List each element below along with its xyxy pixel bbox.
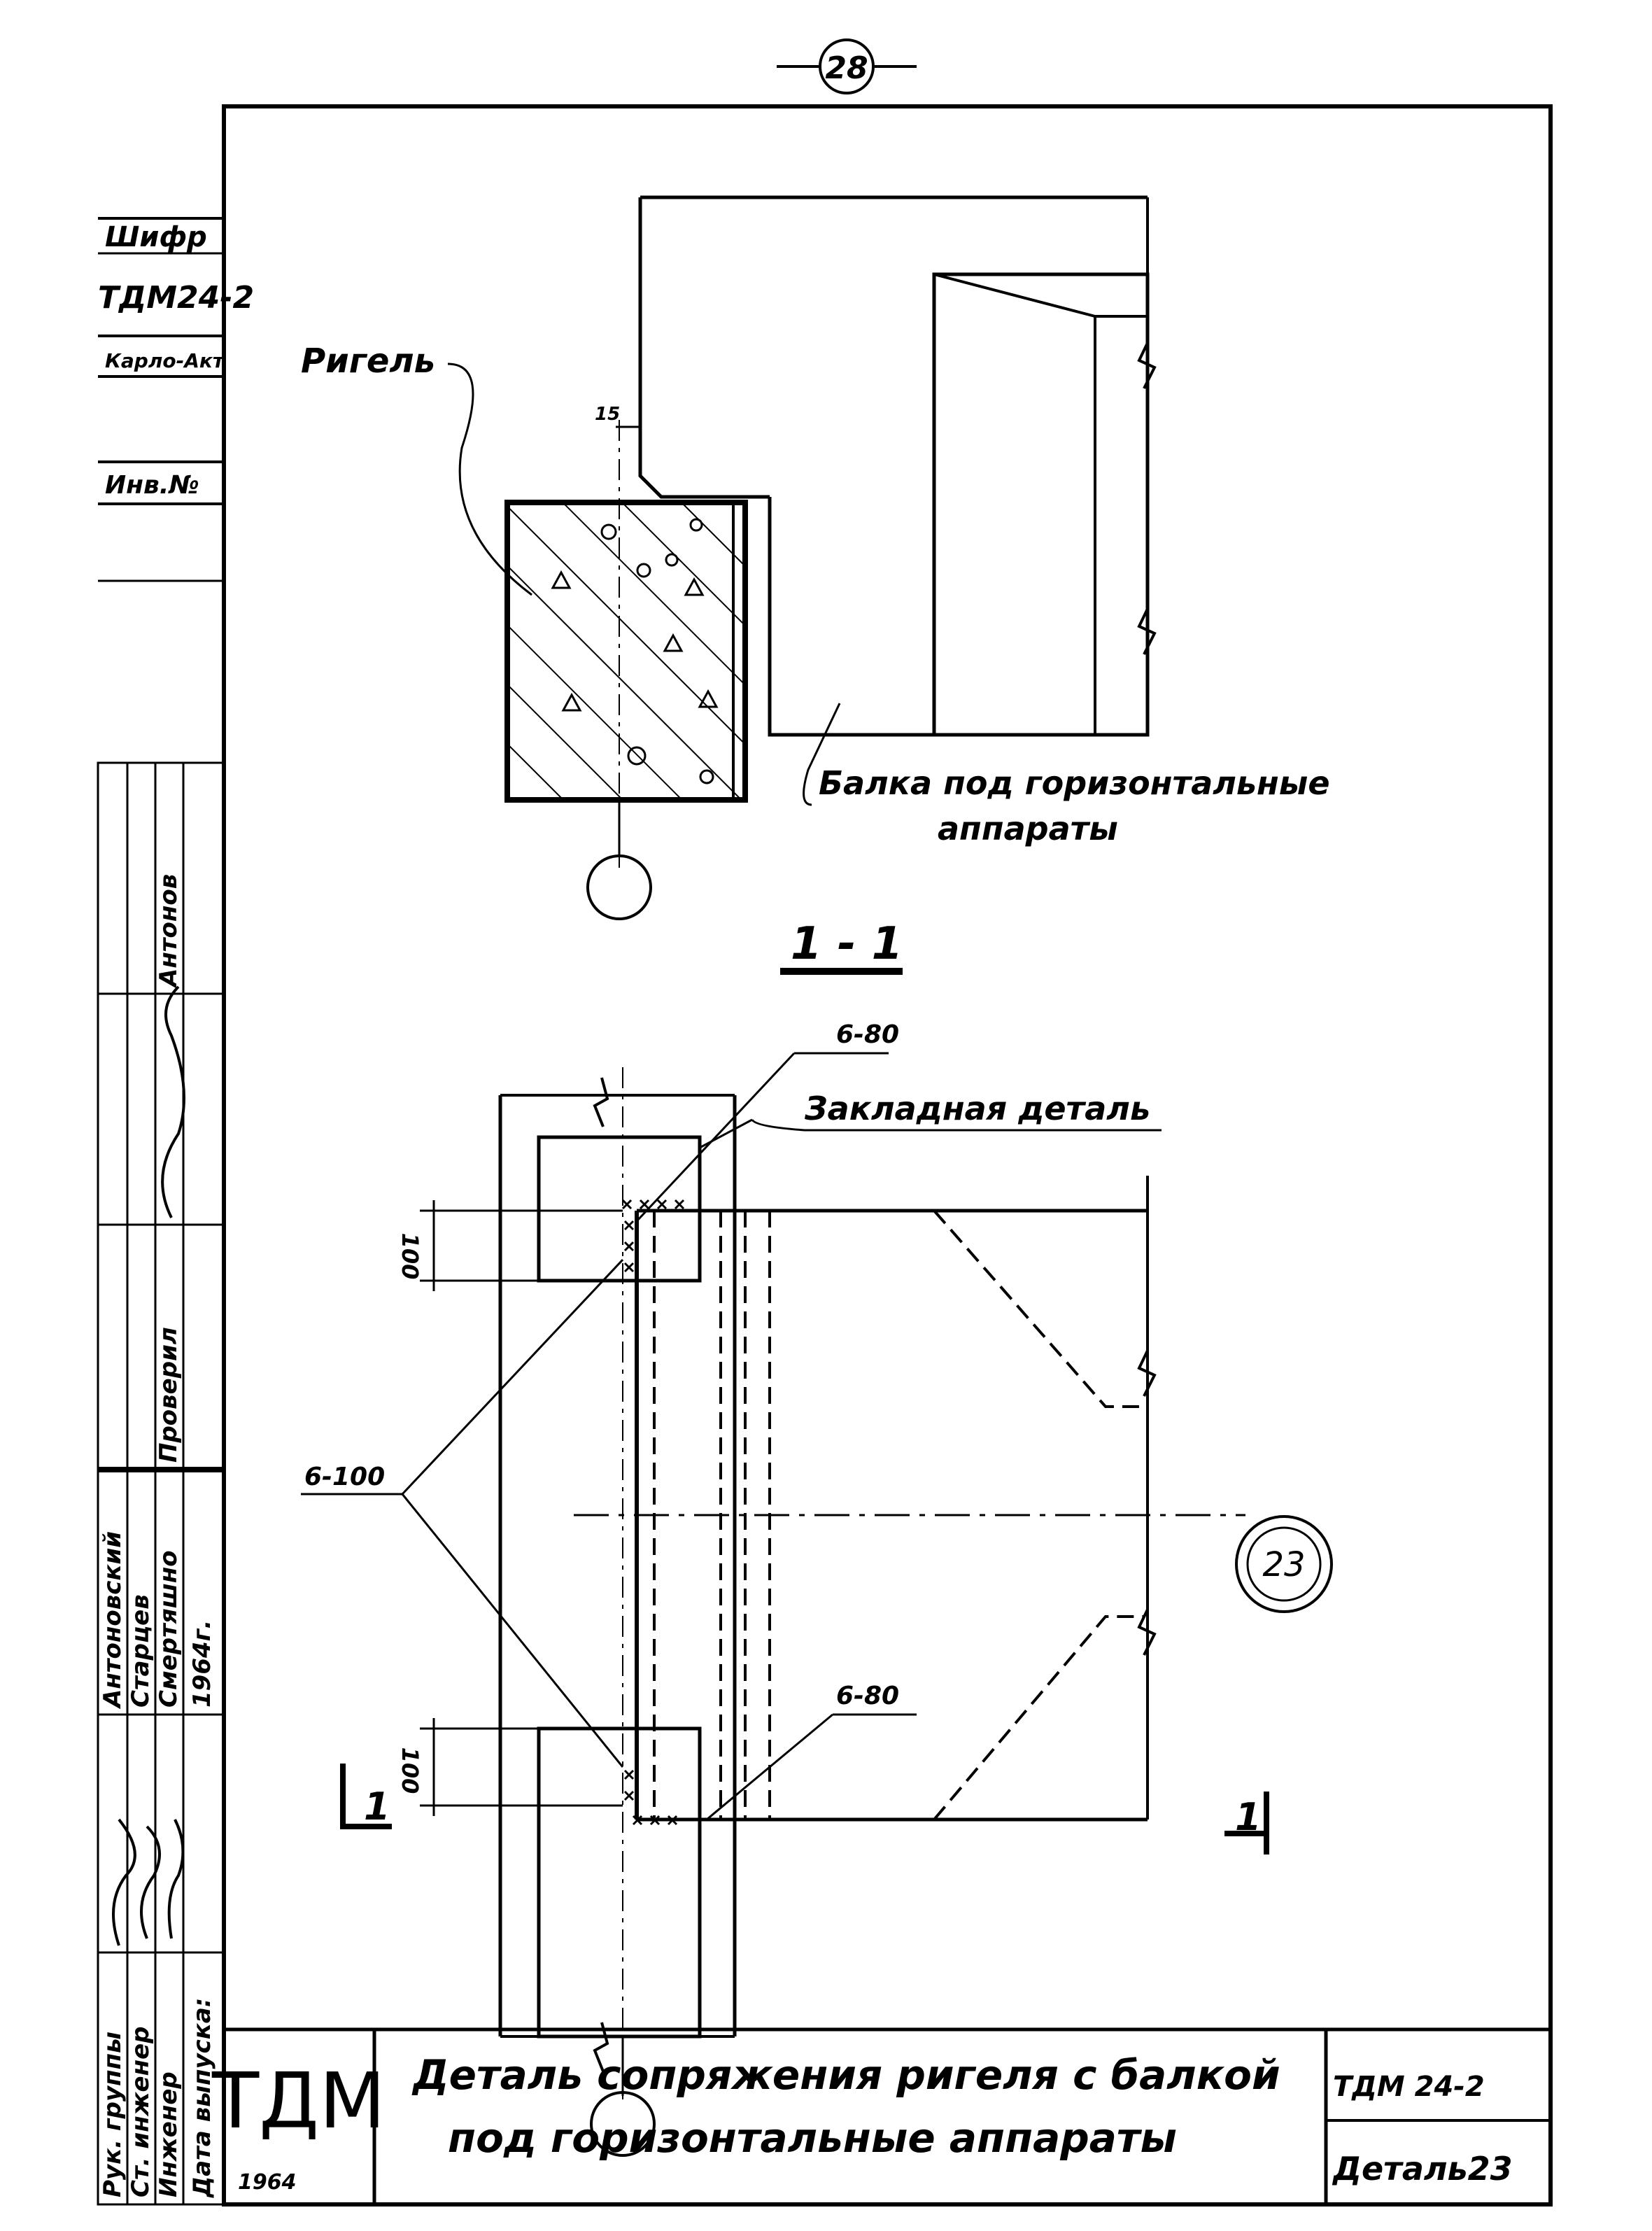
cut-left-label: 1 (364, 1785, 390, 1829)
detail-circle-label: 23 (1262, 1545, 1305, 1584)
beam-label-line1: Балка под горизонтальные (819, 764, 1330, 802)
checked-label: Проверил (155, 1327, 183, 1463)
role-engineer: Инженер (155, 2071, 183, 2197)
code-value: ТДМ24-2 (98, 280, 254, 316)
org-logo: ТДМ (211, 2056, 386, 2146)
side-stamp: Шифр ТДМ24-2 Карло-Акт Инв.№ (98, 217, 254, 582)
beam-label-line2: аппараты (938, 810, 1118, 847)
name-group-lead: Антоновский (99, 1531, 127, 1710)
axis-bubble-top (586, 854, 652, 920)
code-label: Шифр (105, 221, 207, 253)
checker-name: Антонов (155, 874, 183, 989)
section-1-1: 1 - 1 (301, 918, 1333, 2157)
title-year: 1964 (238, 2170, 297, 2195)
role-group-lead: Рук. группы (99, 2032, 127, 2197)
issue-year: 1964г. (188, 1620, 216, 1708)
role-senior-engineer: Ст. инженер (127, 2026, 155, 2197)
axis-bubble-bottom (590, 2091, 656, 2157)
signature-strip: Рук. группы Ст. инженер Инженер Дата вып… (97, 761, 225, 2206)
signature-mark (112, 985, 185, 1946)
dim-100-bottom: 100 (397, 1747, 423, 1794)
name-engineer: Смертяшно (155, 1550, 183, 1708)
page-number: 28 (777, 38, 917, 94)
cut-right-label: 1 (1235, 1795, 1262, 1839)
weld-top-label: 6-80 (836, 1020, 899, 1049)
plan-view: Ригель 15 Балка под горизонтальные аппар… (301, 195, 1330, 920)
name-senior-engineer: Старцев (127, 1594, 155, 1708)
role-issue-date: Дата выпуска: (188, 1998, 216, 2198)
inventory-label: Инв.№ (105, 471, 199, 500)
embedded-part-label: Закладная деталь (804, 1090, 1150, 1127)
title-code: ТДМ 24-2 (1333, 2071, 1485, 2103)
riegel-label: Ригель (301, 342, 435, 381)
sheet-frame (222, 104, 1553, 2207)
page-number-text: 28 (825, 50, 868, 86)
riegel-section (504, 500, 748, 803)
weld-bottom-label: 6-80 (836, 1682, 899, 1710)
title-line2: под горизонтальные аппараты (448, 2114, 1177, 2162)
title-block: ТДМ 1964 Деталь сопряжения ригеля с балк… (211, 2027, 1551, 2204)
archive-label: Карло-Акт (105, 349, 225, 372)
dim-15: 15 (595, 404, 620, 425)
title-detail: Деталь23 (1332, 2150, 1513, 2188)
section-title: 1 - 1 (791, 918, 903, 970)
weld-side-label: 6-100 (304, 1463, 385, 1491)
title-line1: Деталь сопряжения ригеля с балкой (411, 2051, 1280, 2099)
dim-100-top: 100 (397, 1233, 423, 1280)
